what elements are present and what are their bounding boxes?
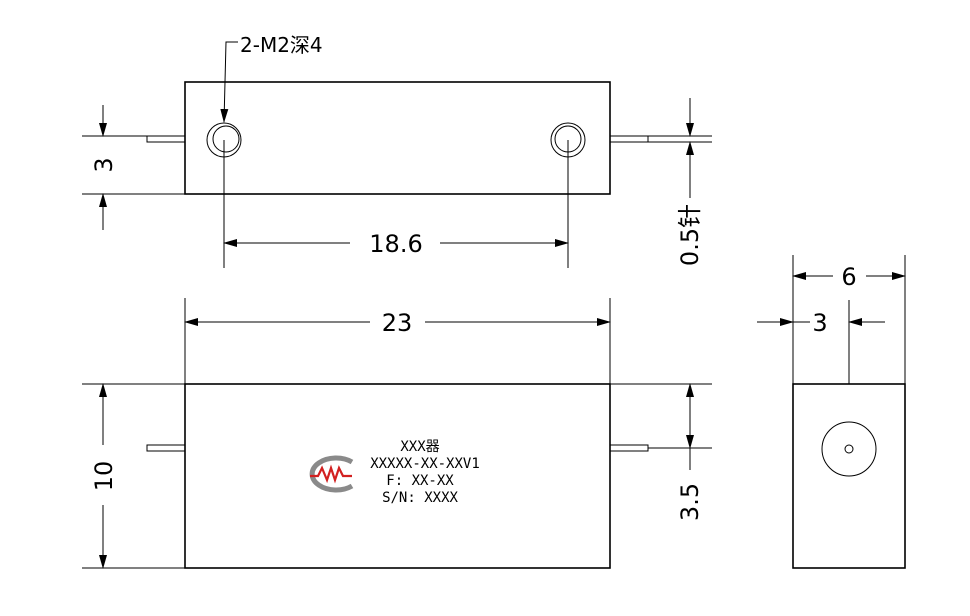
- nameplate-line1: XXX器: [400, 439, 439, 455]
- front-left-pin: [146, 444, 186, 452]
- hole-callout-leader: [220, 41, 238, 123]
- nameplate-line4: S/N: XXXX: [382, 490, 458, 506]
- nameplate-line2: XXXXX-XX-XXV1: [370, 456, 480, 472]
- front-right-pin: [609, 444, 649, 452]
- mw-logo-icon: [309, 455, 354, 493]
- top-view-body: [184, 81, 611, 195]
- dim-total-length: 23: [382, 309, 413, 337]
- nameplate: XXX器 XXXXX-XX-XXV1 F: XX-XX S/N: XXXX: [309, 439, 480, 506]
- top-right-pin: [609, 135, 649, 143]
- top-left-pin: [146, 135, 186, 143]
- hole-callout-text: 2-M2深4: [240, 33, 323, 57]
- nameplate-line3: F: XX-XX: [386, 473, 454, 489]
- dim-pin-diameter: 0.5针: [676, 204, 704, 266]
- left-hole-inner: [212, 125, 240, 153]
- side-pin-circle: [844, 444, 854, 454]
- front-view: 23 10 3.5 XXX器 XXXXX-XX-XXV1 F: XX-XX S/…: [82, 298, 712, 569]
- top-view: 2-M2深4 3 0.5针 18.6: [82, 33, 712, 268]
- dim-hole-spacing: 18.6: [369, 230, 422, 258]
- dim-front-height: 10: [90, 461, 118, 492]
- dim-side-pin-offset: 3: [812, 309, 827, 337]
- dim-pin-offset: 3.5: [676, 483, 704, 521]
- side-connector-outer: [821, 421, 877, 477]
- side-view: 6 3: [757, 255, 906, 569]
- dim-side-width: 6: [841, 263, 856, 291]
- front-view-body: [184, 383, 611, 569]
- dim-top-height: 3: [90, 157, 118, 172]
